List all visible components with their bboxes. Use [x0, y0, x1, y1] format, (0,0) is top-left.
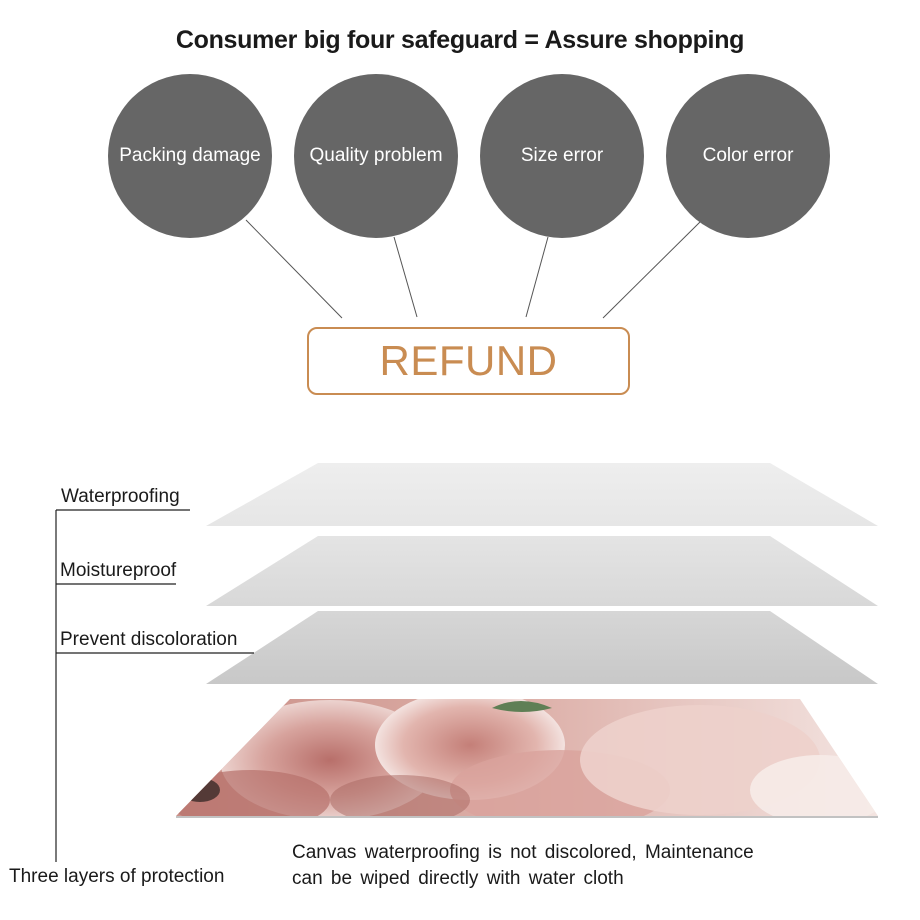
safeguard-label: Packing damage [119, 145, 261, 166]
safeguard-circle-quality-problem: Quality problem [294, 74, 458, 238]
safeguard-label: Color error [702, 145, 794, 166]
caption-line-1: Canvas waterproofing is not discolored, … [292, 842, 754, 863]
safeguard-circle-packing-damage: Packing damage [108, 74, 272, 238]
refund-box: REFUND [307, 327, 630, 395]
three-layers-label: Three layers of protection [9, 866, 225, 887]
connector-line [602, 221, 701, 319]
layer-label-prevent-discoloration: Prevent discoloration [60, 629, 238, 650]
layer-label-moistureproof: Moistureproof [60, 560, 177, 581]
layer-sheet-waterproofing [206, 463, 878, 526]
layer-sheet-moistureproof [206, 536, 878, 606]
caption-line-2: can be wiped directly with water cloth [292, 868, 624, 889]
maintenance-caption: Canvas waterproofing is not discolored, … [292, 840, 754, 892]
refund-label: REFUND [379, 337, 558, 384]
safeguard-label: Quality problem [309, 145, 443, 166]
connector-line [525, 236, 549, 318]
leaf-icon [492, 701, 552, 712]
pink-peony-canvas-print [176, 699, 878, 816]
headline: Consumer big four safeguard = Assure sho… [175, 26, 745, 54]
layer-label-waterproofing: Waterproofing [61, 486, 180, 507]
safeguard-circle-color-error: Color error [666, 74, 830, 238]
connector-line [245, 219, 343, 319]
layer-sheet-prevent-discoloration [206, 611, 878, 684]
safeguard-circle-size-error: Size error [480, 74, 644, 238]
safeguard-label: Size error [520, 145, 604, 166]
connector-line [393, 236, 418, 318]
